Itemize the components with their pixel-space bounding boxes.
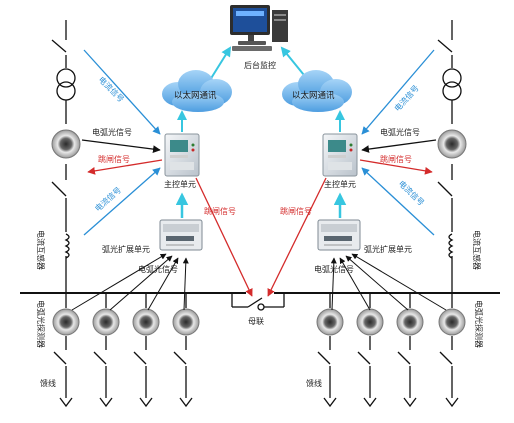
trip-signal-arrow-right [359, 159, 433, 175]
arc-detector-icon-upper-right [437, 129, 467, 159]
arc-detector-icon-feeder-l4 [172, 308, 200, 336]
feeder-group-left [53, 293, 193, 408]
trip-signal-label-coupler-right: 跳闸信号 [280, 206, 312, 216]
ethernet-cloud-left: 以太网通讯 [162, 70, 232, 112]
ext-unit-label-left: 弧光扩展单元 [102, 244, 150, 254]
current-transformer-icon-left [64, 233, 70, 259]
current-signal-label-lower-left: 电流信号 [93, 185, 123, 214]
arc-detector-icon-feeder-l1 [52, 308, 80, 336]
ct-label-left: 电流互感器 [36, 230, 46, 270]
feeder-label-left: 馈线 [40, 378, 56, 388]
monitor-label: 后台监控 [244, 60, 276, 70]
current-signal-arrow-upper-right [361, 49, 435, 135]
arc-arrows-left [71, 253, 189, 311]
arc-detector-label-left: 电弧光探测器 [36, 300, 46, 348]
transformer-icon-left [56, 68, 76, 101]
arc-detector-icon-feeder-l2 [92, 308, 120, 336]
right-incoming-line [437, 20, 453, 292]
arc-detector-icon-feeder-r2 [356, 308, 384, 336]
monitor-icon [230, 5, 288, 51]
trip-signal-arrow-coupler-left [195, 177, 253, 297]
arc-signal-label-left: 电弧光信号 [92, 127, 132, 137]
current-signal-arrow-lower-right [361, 167, 435, 236]
trip-signal-arrow-coupler-right [267, 177, 327, 297]
feeder-label-right: 馈线 [306, 378, 322, 388]
ct-label-right: 电流互感器 [472, 230, 482, 270]
main-unit-label-left: 主控单元 [164, 179, 196, 189]
arc-extension-unit-right [317, 219, 361, 251]
current-signal-label-upper-right: 电流信号 [392, 83, 421, 113]
trip-signal-label-coupler-left: 跳闸信号 [204, 206, 236, 216]
arc-detector-icon-upper-left [51, 129, 81, 159]
main-control-unit-right [322, 133, 358, 177]
current-signal-arrow-lower-left [83, 167, 161, 236]
current-signal-label-lower-right: 电流信号 [397, 178, 427, 207]
feeder-group-right [317, 293, 459, 408]
arc-detector-icon-feeder-l3 [132, 308, 160, 336]
transformer-icon-right [442, 68, 462, 101]
arc-detector-icon-feeder-r1 [316, 308, 344, 336]
arc-extension-unit-left [159, 219, 203, 251]
ext-unit-label-right: 弧光扩展单元 [364, 244, 412, 254]
arc-detector-icon-feeder-r3 [396, 308, 424, 336]
current-signal-label-upper-left: 电流信号 [97, 74, 127, 104]
arc-signal-arrow-right [361, 139, 437, 153]
arc-detector-icon-feeder-r4 [438, 308, 466, 336]
arc-signal-arrow-left [81, 139, 161, 153]
left-incoming-line [51, 20, 67, 292]
bus-coupler-label: 母联 [248, 317, 264, 326]
trip-signal-label-right: 跳闸信号 [380, 154, 412, 164]
eth-arrow-left [209, 46, 232, 81]
cloud-label-left: 以太网通讯 [174, 90, 217, 101]
bus-coupler-icon [231, 293, 285, 311]
arc-arrows-right [330, 253, 447, 311]
current-signal-arrow-upper-left [83, 49, 161, 135]
cloud-label-right: 以太网通讯 [292, 90, 335, 101]
arc-detector-label-right: 电弧光探测器 [474, 300, 484, 348]
trip-signal-label-left: 跳闸信号 [98, 154, 130, 164]
main-control-unit-left [164, 133, 200, 177]
current-transformer-icon-right [448, 233, 454, 259]
trip-signal-arrow-left [87, 159, 163, 175]
main-unit-label-right: 主控单元 [324, 179, 356, 189]
arc-signal-label-right: 电弧光信号 [380, 127, 420, 137]
ethernet-cloud-right: 以太网通讯 [282, 70, 352, 112]
arc-signal-label-bottom-left: 电弧光信号 [138, 264, 178, 274]
